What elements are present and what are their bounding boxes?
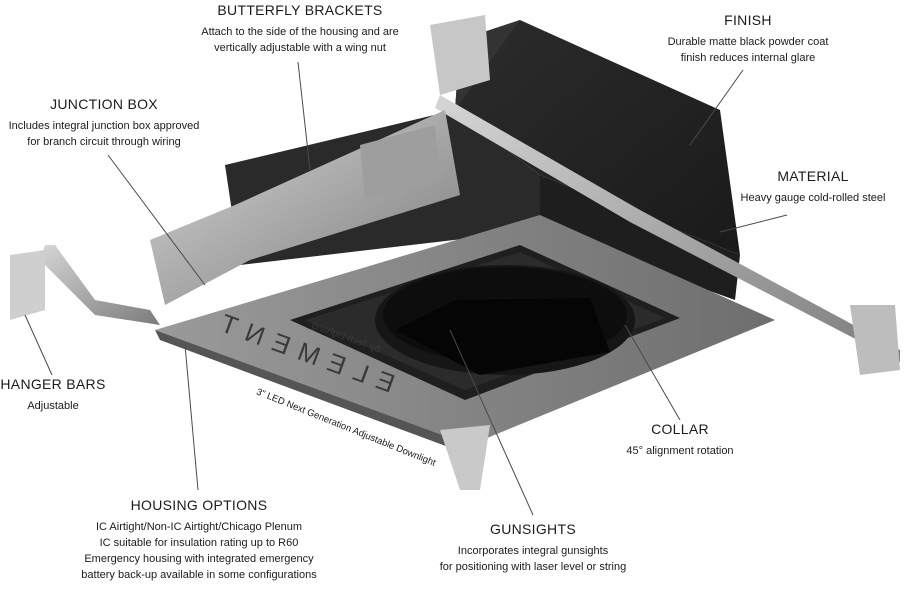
- callout-desc: IC Airtight/Non-IC Airtight/Chicago Plen…: [66, 519, 332, 583]
- callout-desc: 45° alignment rotation: [610, 443, 750, 459]
- callout-collar: COLLAR 45° alignment rotation: [610, 421, 750, 459]
- leader-lines: [24, 61, 788, 516]
- callout-material: MATERIAL Heavy gauge cold-rolled steel: [725, 168, 901, 206]
- junction-box-bracket: [150, 110, 460, 305]
- callout-desc-line: Adjustable: [27, 400, 79, 412]
- callout-desc-line: for branch circuit through wiring: [27, 136, 181, 148]
- callout-housing-options: HOUSING OPTIONS IC Airtight/Non-IC Airti…: [66, 497, 332, 583]
- callout-title: HOUSING OPTIONS: [130, 497, 268, 513]
- callout-desc-line: Includes integral junction box approved: [8, 120, 200, 132]
- callout-desc-line: Emergency housing with integrated emerge…: [84, 553, 314, 565]
- callout-title: FINISH: [724, 12, 772, 28]
- callout-desc-line: Durable matte black powder coat: [667, 36, 829, 48]
- callout-desc-line: battery back-up available in some config…: [81, 569, 317, 581]
- callout-desc-line: for positioning with laser level or stri…: [439, 561, 627, 573]
- callout-desc-line: Heavy gauge cold-rolled steel: [740, 192, 886, 204]
- callout-desc: Adjustable: [0, 398, 106, 414]
- callout-desc-line: IC Airtight/Non-IC Airtight/Chicago Plen…: [95, 521, 303, 533]
- callout-desc: Durable matte black powder coat finish r…: [648, 34, 848, 66]
- callout-desc-line: vertically adjustable with a wing nut: [214, 42, 386, 54]
- callout-desc: Heavy gauge cold-rolled steel: [725, 190, 901, 206]
- callout-desc-line: Incorporates integral gunsights: [457, 545, 609, 557]
- callout-title: GUNSIGHTS: [490, 521, 576, 537]
- callout-title: BUTTERFLY BRACKETS: [217, 2, 383, 18]
- callout-junction-box: JUNCTION BOX Includes integral junction …: [0, 96, 208, 150]
- callout-title: HANGER BARS: [0, 376, 106, 392]
- callout-title: COLLAR: [651, 421, 709, 437]
- callout-desc-line: Attach to the side of the housing and ar…: [201, 26, 399, 38]
- callout-desc: Includes integral junction box approved …: [0, 118, 208, 150]
- callout-desc-line: finish reduces internal glare: [680, 52, 816, 64]
- callout-desc: Attach to the side of the housing and ar…: [180, 24, 420, 56]
- hanger-bars: [10, 15, 900, 490]
- callout-title: JUNCTION BOX: [50, 96, 158, 112]
- callout-gunsights: GUNSIGHTS Incorporates integral gunsight…: [420, 521, 646, 575]
- callout-title: MATERIAL: [777, 168, 849, 184]
- callout-desc-line: 45° alignment rotation: [626, 445, 734, 457]
- callout-butterfly-brackets: BUTTERFLY BRACKETS Attach to the side of…: [180, 2, 420, 56]
- callout-desc: Incorporates integral gunsights for posi…: [420, 543, 646, 575]
- callout-finish: FINISH Durable matte black powder coat f…: [648, 12, 848, 66]
- collar: [375, 265, 635, 375]
- callout-desc-line: IC suitable for insulation rating up to …: [99, 537, 299, 549]
- callout-hanger-bars: HANGER BARS Adjustable: [0, 376, 106, 414]
